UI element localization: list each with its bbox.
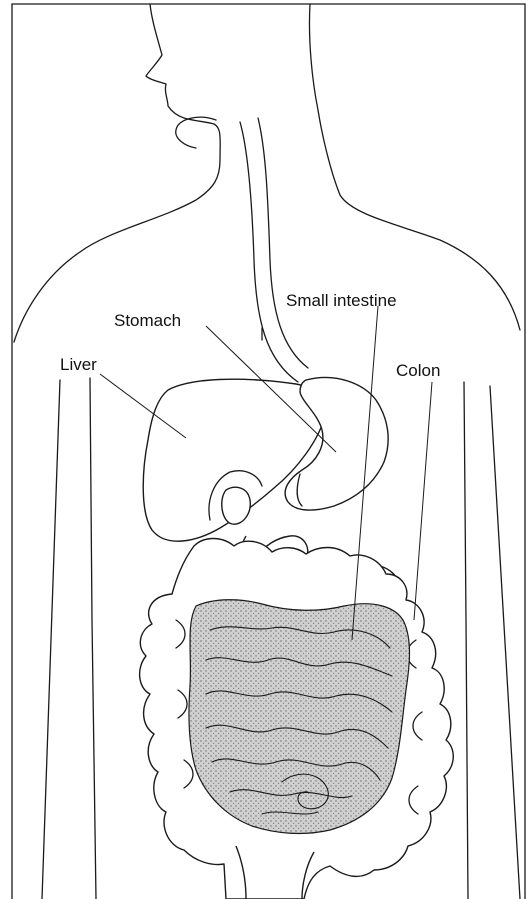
label-colon: Colon (396, 361, 440, 380)
right-torso-line (464, 382, 468, 899)
head-outline (14, 4, 220, 342)
label-stomach: Stomach (114, 311, 181, 330)
label-liver: Liver (60, 355, 97, 374)
colon-leader (414, 382, 432, 620)
right-arm-line (490, 386, 520, 899)
label-small-intestine: Small intestine (286, 291, 397, 310)
rectum (236, 846, 314, 899)
gallbladder (222, 487, 251, 524)
left-arm-line (42, 380, 60, 899)
back-of-head-outline (309, 4, 520, 330)
esophagus-right-wall (258, 118, 308, 368)
small-intestine (189, 600, 410, 834)
left-torso-line (90, 378, 96, 899)
esophagus-left-wall (240, 122, 298, 382)
pharynx (176, 117, 216, 148)
